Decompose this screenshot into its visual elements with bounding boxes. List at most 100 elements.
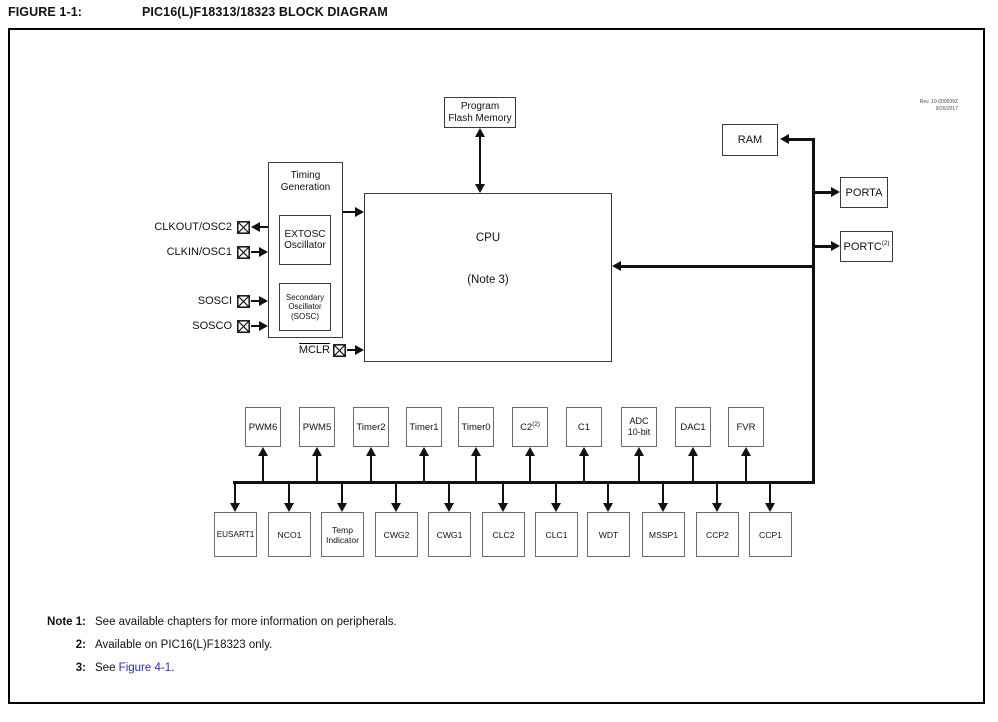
note2-label: 2: xyxy=(75,639,86,651)
portc-superscript: (2) xyxy=(881,240,890,247)
peripheral-label: ADC 10-bit xyxy=(627,416,651,437)
bus-connector xyxy=(475,455,477,482)
clkin-arrow-icon xyxy=(259,247,268,257)
bus-connector xyxy=(448,484,450,504)
peripheral-label: WDT xyxy=(598,529,619,540)
bus-connector xyxy=(423,455,425,482)
note1-label: Note 1: xyxy=(47,616,86,628)
peripheral-box-pwm6: PWM6 xyxy=(245,407,281,447)
portc-box: PORTC(2) xyxy=(840,231,893,262)
timing-generation-label: Timing Generation xyxy=(280,170,331,193)
peripheral-label: NCO1 xyxy=(277,529,302,540)
bus-arrow-up-icon xyxy=(741,447,751,456)
bus-arrow-down-icon xyxy=(391,503,401,512)
ram-box: RAM xyxy=(722,124,778,156)
clkin-pin-pad-icon xyxy=(237,246,250,259)
clkin-connector xyxy=(251,251,259,253)
ram-label: RAM xyxy=(737,134,763,146)
portc-bus-connector xyxy=(815,245,832,248)
mclr-arrow-icon xyxy=(355,345,364,355)
figure-4-1-link[interactable]: Figure 4-1 xyxy=(118,662,172,674)
clkout-pin-pad-icon xyxy=(237,221,250,234)
bus-connector xyxy=(370,455,372,482)
extosc-oscillator-box: EXTOSC Oscillator xyxy=(279,215,331,265)
bus-connector xyxy=(502,484,504,504)
bus-arrow-up-icon xyxy=(471,447,481,456)
peripheral-label: Timer0 xyxy=(461,421,491,433)
peripheral-superscript: (2) xyxy=(532,420,540,428)
peripheral-label: CWG1 xyxy=(436,529,463,540)
peripheral-box-timer1: Timer1 xyxy=(406,407,442,447)
figure-title: PIC16(L)F18313/18323 BLOCK DIAGRAM xyxy=(142,5,388,19)
peripheral-label: CCP2 xyxy=(706,529,729,540)
diagram-frame xyxy=(8,28,985,704)
bus-arrow-down-icon xyxy=(498,503,508,512)
peripheral-label: CLC1 xyxy=(545,529,568,540)
secondary-oscillator-box: Secondary Oscillator (SOSC) xyxy=(279,283,331,331)
bus-arrow-down-icon xyxy=(444,503,454,512)
peripheral-label: CWG2 xyxy=(383,529,410,540)
clkout-pin-label: CLKOUT/OSC2 xyxy=(154,221,232,233)
peripheral-label: Temp Indicator xyxy=(326,524,359,545)
bus-arrow-down-icon xyxy=(551,503,561,512)
clkin-pin-label: CLKIN/OSC1 xyxy=(166,246,232,258)
bus-connector xyxy=(316,455,318,482)
note2-text: Available on PIC16(L)F18323 only. xyxy=(95,639,273,651)
peripheral-box-clc2: CLC2 xyxy=(482,512,525,557)
peripheral-label: CCP1 xyxy=(759,529,782,540)
bus-connector xyxy=(555,484,557,504)
pfm-cpu-connector xyxy=(479,136,481,186)
sosco-pin-pad-icon xyxy=(237,320,250,333)
program-flash-memory-label: Program Flash Memory xyxy=(448,101,512,124)
peripheral-box-dac1: DAC1 xyxy=(675,407,711,447)
bus-arrow-down-icon xyxy=(658,503,668,512)
extosc-oscillator-label: EXTOSC Oscillator xyxy=(284,228,326,252)
sosci-pin-label: SOSCI xyxy=(197,295,232,307)
bus-arrow-down-icon xyxy=(230,503,240,512)
peripheral-label: PWM5 xyxy=(302,421,332,433)
portc-label: PORTC xyxy=(843,240,882,253)
porta-arrow-icon xyxy=(831,187,840,197)
bus-connector xyxy=(529,455,531,482)
bus-arrow-up-icon xyxy=(312,447,322,456)
porta-box: PORTA xyxy=(840,177,888,208)
bus-arrow-down-icon xyxy=(765,503,775,512)
sosco-pin-label: SOSCO xyxy=(192,320,232,332)
timing-cpu-connector xyxy=(343,211,356,213)
peripheral-box-ccp2: CCP2 xyxy=(696,512,739,557)
peripheral-box-timer2: Timer2 xyxy=(353,407,389,447)
peripheral-box-fvr: FVR xyxy=(728,407,764,447)
peripheral-label: FVR xyxy=(736,421,756,433)
peripheral-label: CLC2 xyxy=(492,529,515,540)
bus-connector xyxy=(395,484,397,504)
bus-arrow-down-icon xyxy=(712,503,722,512)
clkout-arrow-icon xyxy=(251,222,260,232)
bus-arrow-up-icon xyxy=(366,447,376,456)
peripheral-box-temp-indicator: Temp Indicator xyxy=(321,512,364,557)
bus-arrow-up-icon xyxy=(258,447,268,456)
bus-connector xyxy=(692,455,694,482)
bus-connector xyxy=(662,484,664,504)
bus-arrow-up-icon xyxy=(634,447,644,456)
peripheral-box-wdt: WDT xyxy=(587,512,630,557)
cpu-box: CPU (Note 3) xyxy=(364,193,612,362)
note3-label: 3: xyxy=(75,662,86,674)
bus-arrow-up-icon xyxy=(525,447,535,456)
bus-connector xyxy=(341,484,343,504)
peripheral-box-eusart1: EUSART1 xyxy=(214,512,257,557)
bus-connector xyxy=(745,455,747,482)
revision-note: Rev. 10-000039Z 9/26/2017 xyxy=(919,99,958,112)
bus-arrow-down-icon xyxy=(337,503,347,512)
portc-arrow-icon xyxy=(831,241,840,251)
ram-bus-connector xyxy=(788,138,815,141)
peripheral-box-mssp1: MSSP1 xyxy=(642,512,685,557)
peripheral-box-nco1: NCO1 xyxy=(268,512,311,557)
peripheral-box-c1: C1 xyxy=(566,407,602,447)
ram-arrow-icon xyxy=(780,134,789,144)
secondary-oscillator-label: Secondary Oscillator (SOSC) xyxy=(285,292,325,321)
sosci-pin-pad-icon xyxy=(237,295,250,308)
note3-suffix: . xyxy=(171,662,175,674)
bus-connector xyxy=(288,484,290,504)
cpu-label: CPU xyxy=(475,232,501,244)
